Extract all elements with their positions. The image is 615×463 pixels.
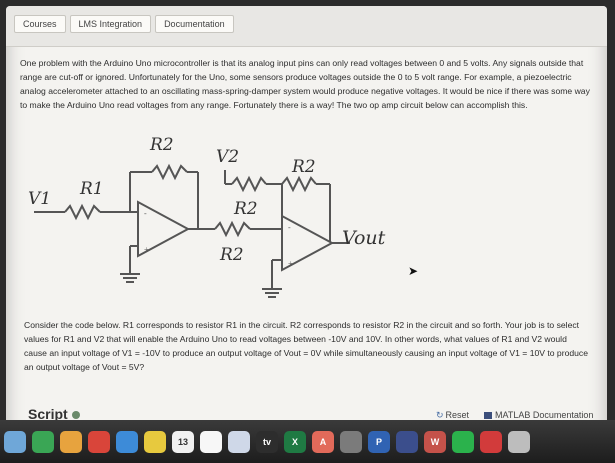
facetime-app-icon[interactable]: [32, 430, 54, 453]
op-amp-2: [281, 214, 335, 272]
spotify-app-icon[interactable]: [452, 430, 474, 453]
reset-label: Reset: [445, 410, 470, 420]
reset-button[interactable]: ↻Reset: [436, 410, 469, 421]
tab-lms-integration[interactable]: LMS Integration: [69, 15, 152, 33]
v1-label: V1: [28, 189, 51, 209]
matlab-documentation-link[interactable]: MATLAB Documentation: [484, 410, 593, 420]
chrome-app-icon[interactable]: [88, 430, 110, 453]
screen: Courses LMS Integration Documentation On…: [6, 6, 607, 451]
appstore-app-icon[interactable]: A: [312, 430, 334, 453]
finder-app-icon[interactable]: [4, 430, 26, 453]
r2-top-label: R2: [149, 135, 174, 155]
r2-mid-label: R2: [219, 245, 244, 265]
svg-text:+: +: [144, 245, 149, 254]
sysprefs-app-icon[interactable]: [340, 430, 362, 453]
record-app-icon[interactable]: [480, 430, 502, 453]
notes-app-icon[interactable]: [144, 430, 166, 453]
tab-documentation[interactable]: Documentation: [155, 15, 234, 33]
mouse-cursor-icon: ➤: [408, 264, 419, 278]
nav-tabs: Courses LMS Integration Documentation: [14, 15, 234, 33]
script-title: Script: [28, 406, 80, 422]
powerpoint-app-icon[interactable]: P: [368, 430, 390, 453]
excel-app-icon[interactable]: X: [284, 430, 306, 453]
safari-app-icon[interactable]: [116, 430, 138, 453]
script-bar: Script ↻Reset MATLAB Documentation: [6, 398, 607, 428]
reminders-app-icon[interactable]: [200, 430, 222, 453]
r1-resistor: [64, 203, 101, 221]
tab-courses[interactable]: Courses: [14, 15, 66, 33]
svg-text:-: -: [288, 223, 291, 232]
info-icon[interactable]: [71, 411, 80, 420]
r2-feedback2-resistor: [281, 175, 317, 193]
word-doc-app-icon[interactable]: [228, 430, 250, 453]
refresh-icon: ↻: [436, 410, 444, 420]
intro-text: One problem with the Arduino Uno microco…: [20, 58, 590, 110]
trash-app-icon[interactable]: [508, 430, 530, 453]
vout-label: Vout: [342, 227, 386, 249]
doc-label: MATLAB Documentation: [495, 410, 594, 420]
r2-feedback2-label: R2: [291, 157, 316, 177]
appletv-app-icon[interactable]: tv: [256, 430, 278, 453]
script-title-label: Script: [28, 406, 68, 422]
svg-text:-: -: [144, 209, 147, 218]
two-op-amp-circuit: - + - + V1 R1 R2 V2 R2 R2 R2 Vout: [28, 135, 386, 298]
r2-v2-resistor: [231, 175, 267, 193]
top-navigation: Courses LMS Integration Documentation: [6, 6, 607, 47]
svg-text:+: +: [288, 259, 293, 268]
r2-v2-label: R2: [233, 199, 258, 219]
word-app-icon[interactable]: W: [424, 430, 446, 453]
star-app-icon[interactable]: [396, 430, 418, 453]
r2-mid-resistor: [214, 220, 251, 238]
op-amp-1: [137, 200, 191, 258]
photos-app-icon[interactable]: [60, 430, 82, 453]
question-text: Consider the code below. R1 corresponds …: [24, 320, 588, 372]
r2-feedback-resistor: [151, 163, 188, 181]
calendar-app-icon[interactable]: 13: [172, 430, 194, 453]
v2-label: V2: [216, 147, 239, 167]
book-icon: [484, 412, 492, 420]
r1-label: R1: [79, 179, 104, 199]
